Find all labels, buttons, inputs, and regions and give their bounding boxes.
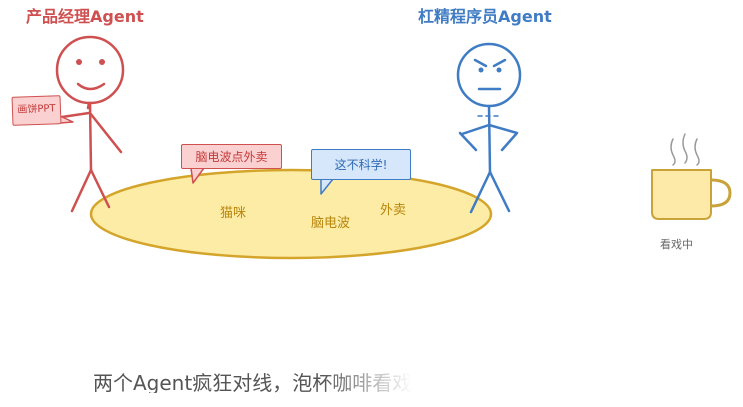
dev-left-brow: [473, 58, 488, 68]
programmer-title: 杠精程序员Agent: [418, 7, 552, 26]
pm-right-leg: [89, 168, 111, 209]
table-word-cat: 猫咪: [220, 206, 247, 221]
programmer-figure: [456, 42, 522, 214]
coffee-steam-icon: [670, 133, 700, 166]
dev-right-leg: [488, 170, 511, 213]
dev-body: [487, 104, 492, 174]
steam-line-3: [694, 138, 700, 166]
table-word-takeout: 外卖: [380, 203, 407, 218]
pm-left-eye: [76, 59, 82, 65]
pm-left-leg: [70, 168, 93, 213]
pm-head: [55, 35, 125, 105]
pm-right-eye: [99, 59, 105, 65]
caption-text: 两个Agent疯狂对线，泡杯咖啡看戏: [93, 371, 413, 395]
table-ellipse: [89, 168, 493, 260]
steam-line-2: [682, 133, 688, 164]
coffee-label: 看戏中: [660, 238, 693, 251]
pm-title: 产品经理Agent: [26, 7, 144, 26]
dev-left-leg: [469, 170, 492, 214]
product-manager-figure: [55, 35, 125, 213]
table-word-brainwave: 脑电波: [311, 216, 351, 231]
steam-line-1: [670, 138, 676, 166]
dev-left-eye: [478, 67, 484, 73]
pm-right-arm: [88, 111, 123, 154]
dev-right-eye: [496, 67, 502, 73]
coffee-cup-body: [651, 169, 712, 220]
pm-speech-bubble: 画饼PPT: [11, 95, 62, 126]
coffee-cup-handle: [710, 178, 732, 208]
brainwave-order-bubble: 脑电波点外卖: [181, 144, 282, 169]
dev-right-brow: [492, 58, 507, 68]
not-scientific-bubble: 这不科学!: [311, 149, 411, 180]
pm-smile: [76, 82, 106, 91]
dev-crossed-arms: [458, 123, 519, 152]
dev-head: [456, 42, 522, 108]
pm-left-arm: [60, 111, 91, 119]
coffee-cup-icon: [651, 169, 732, 220]
